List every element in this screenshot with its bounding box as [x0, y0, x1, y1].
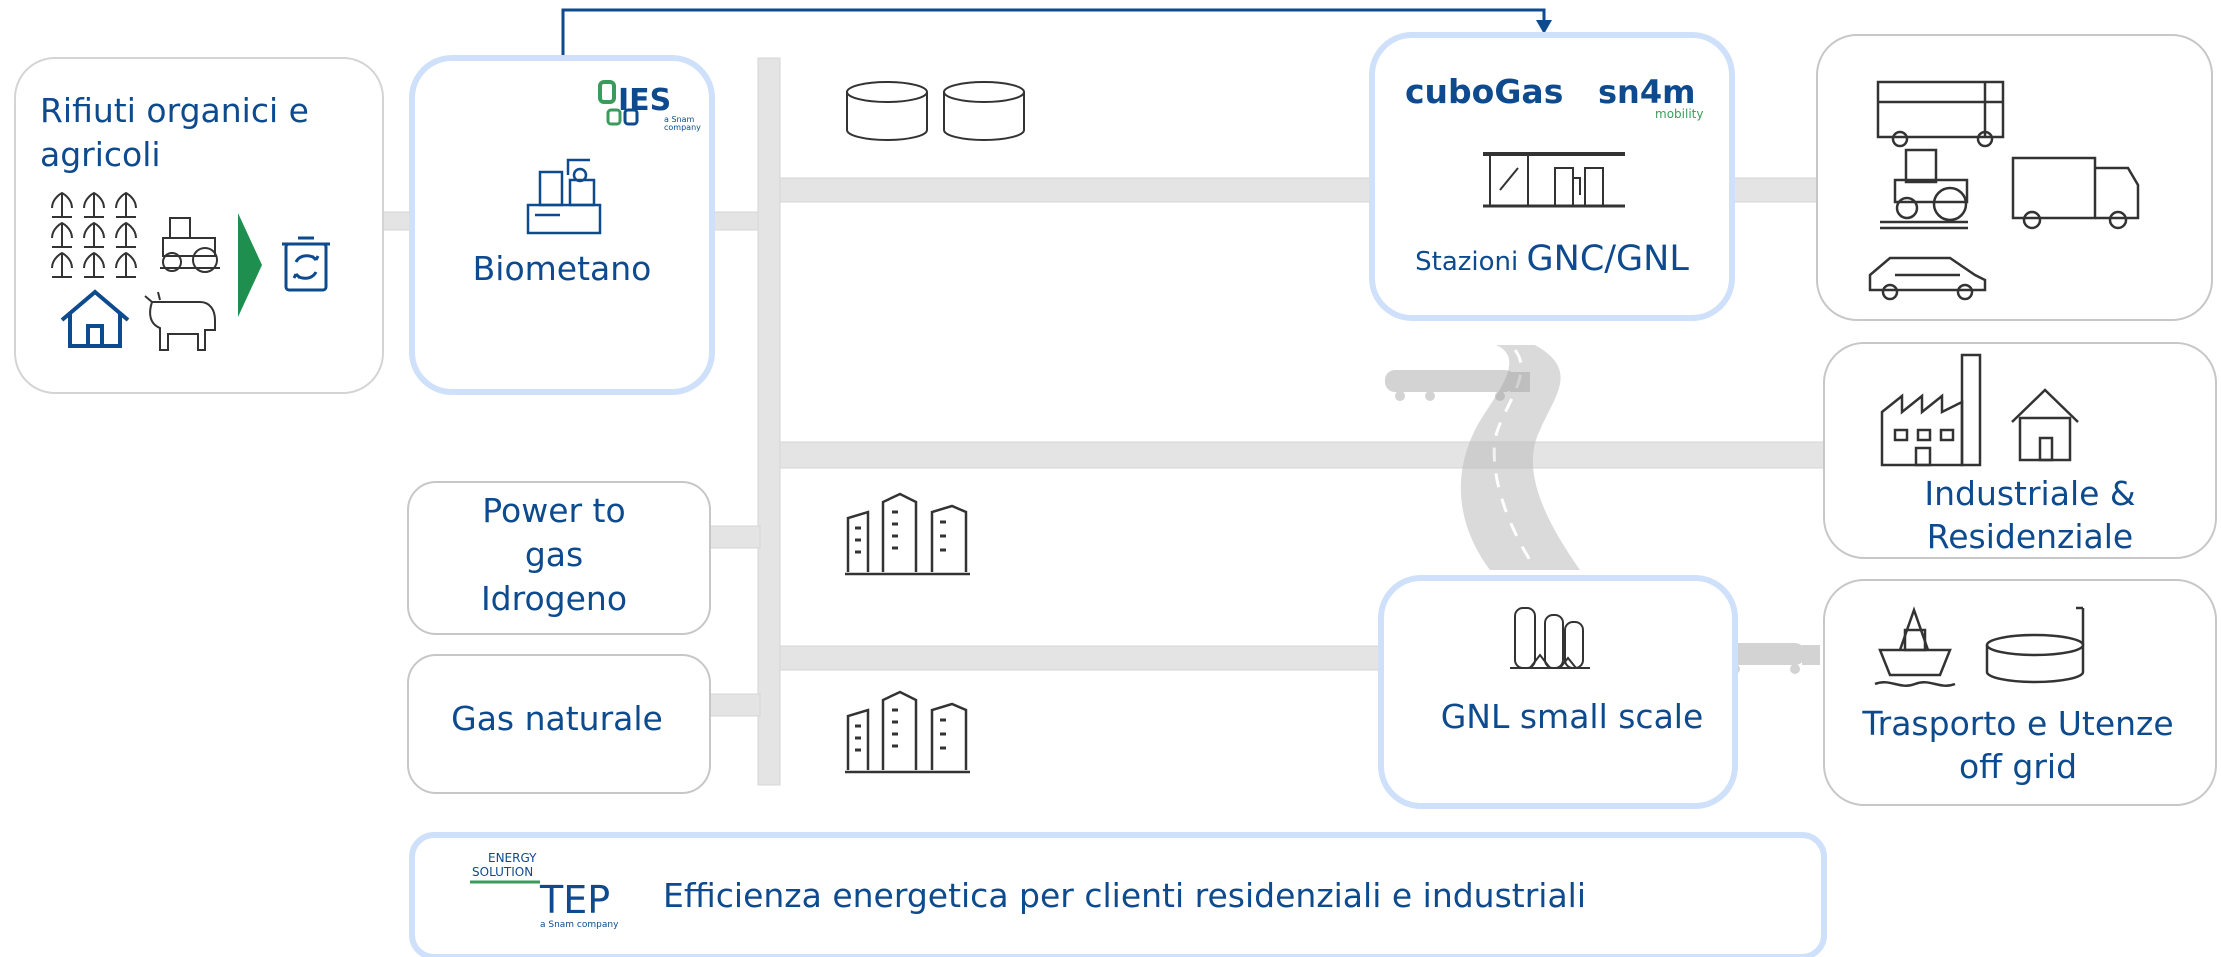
- natural-gas-box: Gas naturale: [407, 654, 711, 794]
- bus-icon: [1876, 80, 2005, 148]
- power-to-gas-box: Power to gas Idrogeno: [407, 481, 711, 635]
- power-to-gas-line3: Idrogeno: [481, 579, 627, 618]
- organic-waste-box: Rifiuti organici e agricoli: [14, 57, 384, 394]
- industrial-label-line2: Residenziale: [1927, 517, 2133, 556]
- industrial-label-line1: Industriale &: [1924, 474, 2135, 513]
- power-to-gas-line2: gas: [525, 535, 583, 574]
- ies-logo: IES a Snam company: [598, 80, 701, 132]
- gas-station-icon: [1483, 152, 1625, 208]
- crops-icon: [51, 191, 137, 278]
- lng-truck-icon: [1385, 370, 1530, 401]
- lng-tanks-icon: [1510, 607, 1590, 669]
- tep-logo: ENERGY SOLUTION TEP a Snam company: [470, 851, 619, 930]
- tep-logo-top1: ENERGY: [488, 851, 537, 865]
- transport-offgrid-box: Trasporto e Utenze off grid: [1823, 579, 2217, 806]
- ies-logo-sub2: company: [664, 123, 701, 132]
- stations-box: cuboGas sn4m mobility Stazioni GNC/GNL: [1369, 32, 1735, 321]
- cow-icon: [144, 291, 216, 351]
- ies-logo-sub1: a Snam: [664, 115, 694, 124]
- snam-mobility-logo: sn4m: [1598, 73, 1695, 111]
- energy-efficiency-bar: ENERGY SOLUTION TEP a Snam company Effic…: [409, 832, 1827, 957]
- transport-label-line1: Trasporto e Utenze: [1861, 704, 2173, 743]
- car-icon: [1868, 256, 1987, 301]
- stations-label-big: GNC/GNL: [1527, 239, 1690, 279]
- city-buildings-icon: [845, 690, 970, 774]
- efficiency-label: Efficienza energetica per clienti reside…: [663, 876, 1586, 915]
- house-icon: [60, 289, 130, 348]
- biomethane-to-stations-arrow: [561, 8, 1552, 58]
- cubogas-logo: cuboGas: [1405, 72, 1563, 111]
- storage-tanks-icon: [846, 81, 1025, 141]
- road-icon: [1460, 345, 1580, 570]
- city-buildings-icon: [845, 492, 970, 576]
- snam-mobility-sub: mobility: [1655, 107, 1703, 121]
- vehicles-box: [1816, 34, 2213, 321]
- stations-label-small: Stazioni: [1415, 247, 1526, 277]
- tractor-icon: [1880, 148, 1969, 230]
- transport-label-line2: off grid: [1959, 747, 2077, 786]
- gnl-small-scale-box: GNL small scale: [1378, 575, 1738, 809]
- truck-icon: [2011, 156, 2140, 230]
- ies-logo-text: IES: [618, 83, 671, 118]
- tep-logo-top2: SOLUTION: [472, 865, 533, 879]
- house-icon: [2011, 388, 2079, 462]
- factory-icon: [1880, 353, 1982, 467]
- waste-title: Rifiuti organici e: [40, 91, 309, 130]
- biomethane-box: IES a Snam company Biometano: [409, 55, 715, 395]
- tank-icon: [1985, 606, 2085, 684]
- tep-logo-sub: a Snam company: [540, 920, 619, 930]
- flow-arrow-icon: [238, 213, 262, 317]
- gnl-small-scale-label: GNL small scale: [1441, 697, 1704, 736]
- waste-title-line2: agricoli: [40, 135, 161, 174]
- power-to-gas-line1: Power to: [482, 491, 625, 530]
- tractor-icon: [160, 217, 220, 273]
- biogas-plant-icon: [526, 158, 602, 235]
- industrial-residential-box: Industriale & Residenziale: [1823, 342, 2217, 559]
- biomethane-label: Biometano: [473, 249, 652, 288]
- natural-gas-label: Gas naturale: [451, 699, 663, 738]
- stations-label: Stazioni GNC/GNL: [1415, 239, 1689, 279]
- recycle-bin-icon: [282, 236, 330, 292]
- ship-icon: [1874, 606, 1956, 687]
- tep-logo-main: TEP: [539, 878, 610, 922]
